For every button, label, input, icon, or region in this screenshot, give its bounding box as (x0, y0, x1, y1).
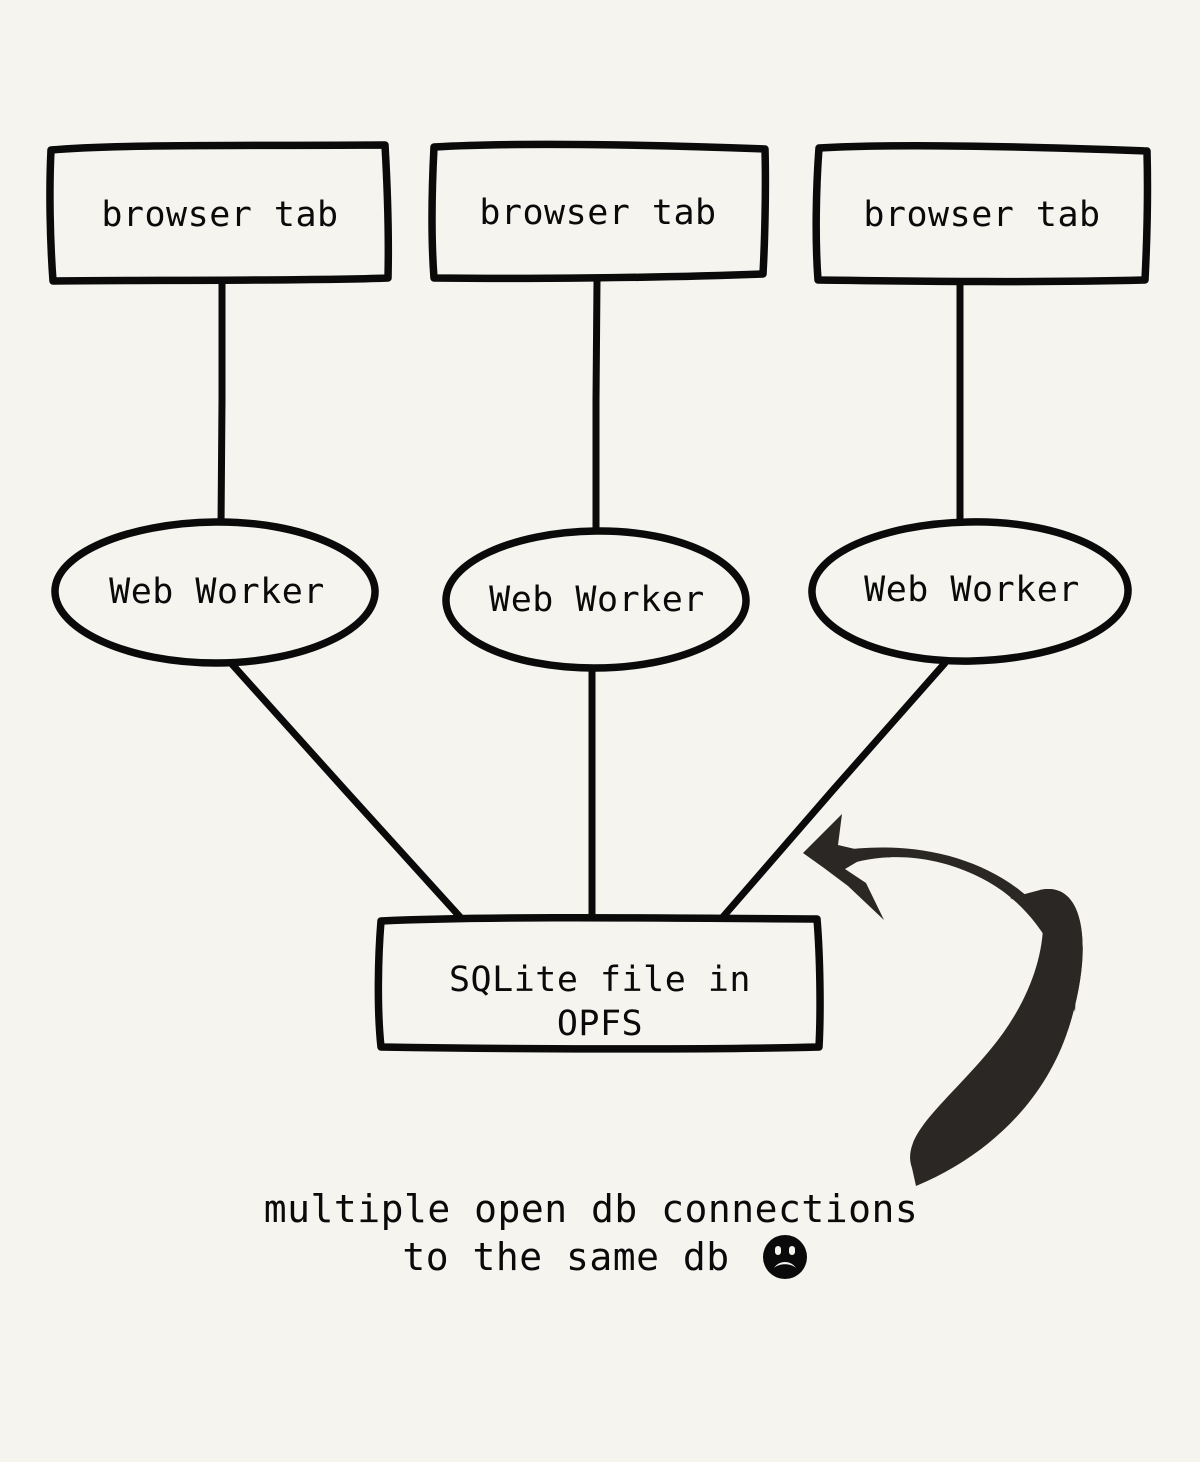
sqlite-opfs-label-line1: SQLite file in (449, 960, 751, 1000)
annotation-arrow-curve (1010, 889, 1083, 1030)
web-worker-1-outline (51, 518, 379, 667)
frowning-face-icon (763, 1235, 807, 1279)
sqlite-opfs-outline (374, 914, 824, 1053)
sqlite-opfs-label-line2: OPFS (557, 1004, 643, 1044)
web-worker-1[interactable]: Web Worker (51, 518, 379, 667)
browser-tab-1-label: browser tab (101, 195, 338, 235)
web-worker-2-label: Web Worker (489, 580, 705, 620)
browser-tab-2-label: browser tab (479, 193, 716, 233)
annotation-caption: multiple open db connections to the same… (264, 1187, 919, 1279)
web-worker-3-outline (808, 518, 1132, 665)
browser-tab-1[interactable]: browser tab (46, 141, 393, 285)
browser-tab-2[interactable]: browser tab (428, 140, 770, 283)
edge-group (217, 277, 964, 922)
edge-worker1-db (226, 658, 465, 922)
browser-tab-3[interactable]: browser tab (812, 141, 1152, 286)
annotation-arrow (803, 814, 1083, 1186)
annotation-arrow-upper-sweep (836, 847, 1076, 1012)
edge-tab1-worker1 (217, 277, 226, 531)
edge-worker3-db (718, 659, 949, 922)
browser-tab-3-outline (812, 141, 1152, 286)
browser-tab-1-outline (46, 141, 393, 285)
annotation-line-2: to the same db (402, 1235, 729, 1279)
annotation-line-1: multiple open db connections (264, 1187, 919, 1231)
web-worker-3[interactable]: Web Worker (808, 517, 1132, 665)
web-worker-3-label: Web Worker (864, 570, 1080, 610)
sqlite-opfs-box[interactable]: SQLite file in OPFS (374, 914, 824, 1053)
browser-tab-2-outline (428, 140, 770, 283)
edge-tab2-worker2 (592, 277, 601, 532)
web-worker-1-label: Web Worker (109, 572, 325, 612)
annotation-arrow-body (910, 889, 1083, 1186)
browser-tab-3-label: browser tab (863, 195, 1100, 235)
web-worker-2[interactable]: Web Worker (442, 527, 750, 672)
annotation-arrow-head (803, 814, 884, 920)
web-worker-2-outline (442, 527, 750, 672)
